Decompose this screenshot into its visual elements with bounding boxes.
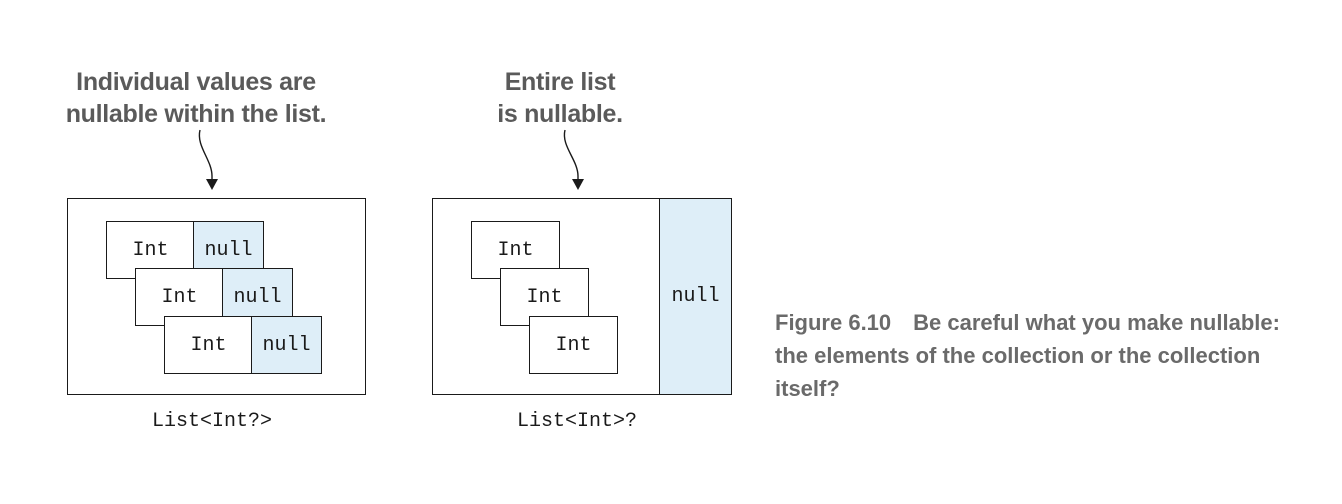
left-callout-arrow (198, 129, 213, 180)
right-type-label: List<Int>? (517, 410, 638, 433)
left-type-label: List<Int?> (152, 410, 273, 433)
right-callout-line-1: Entire list (504, 68, 616, 96)
left-callout-line-1: Individual values are (76, 68, 316, 96)
left-null-cell-3: null (251, 316, 322, 374)
figure-caption-text: Be careful what you make nullable: the e… (775, 310, 1280, 401)
left-int-cell-3: Int (164, 316, 253, 374)
right-callout-arrow (563, 129, 579, 180)
left-callout-line-2: nullable within the list. (65, 100, 327, 128)
right-int-cell-3: Int (529, 316, 618, 374)
right-callout-line-2: is nullable. (497, 100, 623, 128)
left-callout: Individual values are nullable within th… (48, 66, 344, 130)
right-callout: Entire list is nullable. (470, 66, 650, 130)
left-callout-arrowhead (206, 179, 218, 190)
right-null-panel: null (659, 198, 732, 395)
right-callout-arrowhead (572, 179, 584, 190)
figure-number: Figure 6.10 (775, 310, 892, 335)
